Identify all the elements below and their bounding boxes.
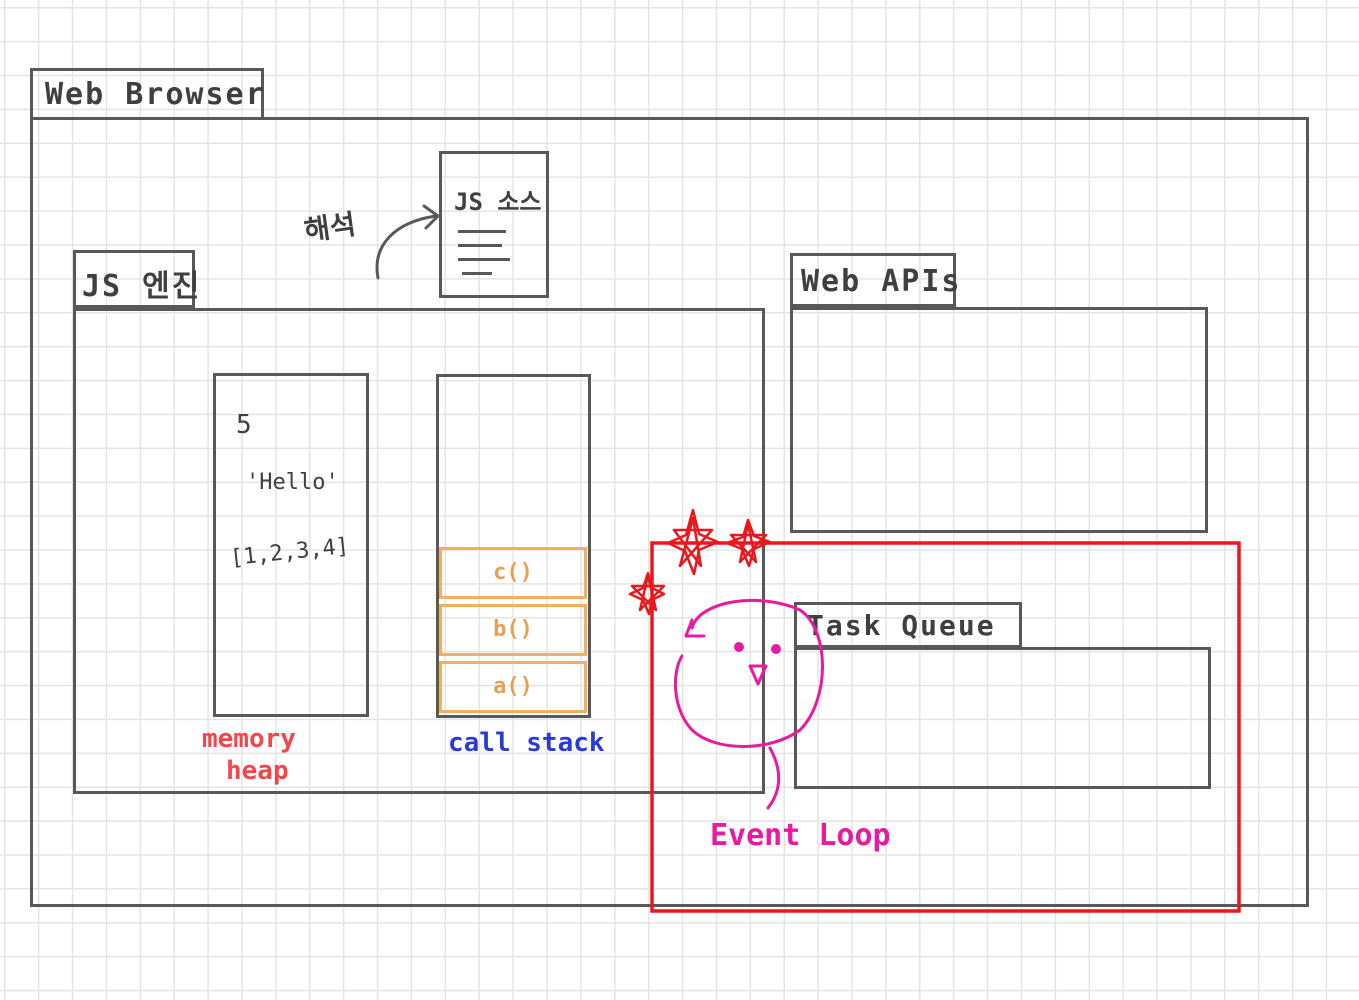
js-engine-container — [73, 308, 765, 794]
web-apis-container — [790, 307, 1208, 533]
task-queue-container — [794, 647, 1211, 789]
event-loop-character — [673, 598, 824, 810]
heap-item-number: 5 — [236, 410, 252, 440]
event-loop-eye-right — [771, 644, 781, 654]
star-icon-2 — [725, 518, 772, 568]
interpret-arrowhead — [422, 204, 440, 230]
star-icon — [666, 508, 720, 576]
js-source-document: JS 소스 — [439, 151, 549, 298]
event-loop-eye-left — [734, 642, 744, 652]
web-apis-tab: Web APIs — [790, 253, 960, 307]
text-line-4 — [462, 272, 492, 275]
task-queue-label: Task Queue — [807, 609, 996, 642]
js-source-label: JS 소스 — [454, 188, 542, 216]
js-engine-tab: JS 엔진 — [73, 250, 199, 308]
memory-heap: 5 'Hello' [1,2,3,4] — [213, 373, 369, 717]
text-line-2 — [458, 244, 502, 247]
interpret-arrow — [375, 214, 438, 280]
call-stack — [436, 374, 591, 718]
js-engine-label: JS 엔진 — [82, 269, 202, 304]
call-stack-caption: call stack — [448, 728, 605, 758]
stack-frame-c: c() — [439, 547, 587, 599]
web-browser-label: Web Browser — [45, 77, 266, 112]
memory-heap-caption-line1: memory — [202, 724, 296, 754]
star-icon-3 — [628, 571, 666, 616]
text-line-3 — [458, 258, 510, 261]
text-line-1 — [458, 230, 506, 233]
stack-frame-b: b() — [439, 604, 587, 656]
task-queue-tab: Task Queue — [794, 602, 1022, 648]
event-loop-label: Event Loop — [710, 818, 891, 853]
event-loop-highlight-box — [650, 541, 1241, 913]
web-apis-label: Web APIs — [801, 264, 962, 299]
web-browser-container — [30, 117, 1309, 907]
stack-frame-a: a() — [439, 661, 587, 713]
memory-heap-caption-line2: heap — [226, 756, 289, 786]
heap-item-string: 'Hello' — [246, 470, 339, 495]
